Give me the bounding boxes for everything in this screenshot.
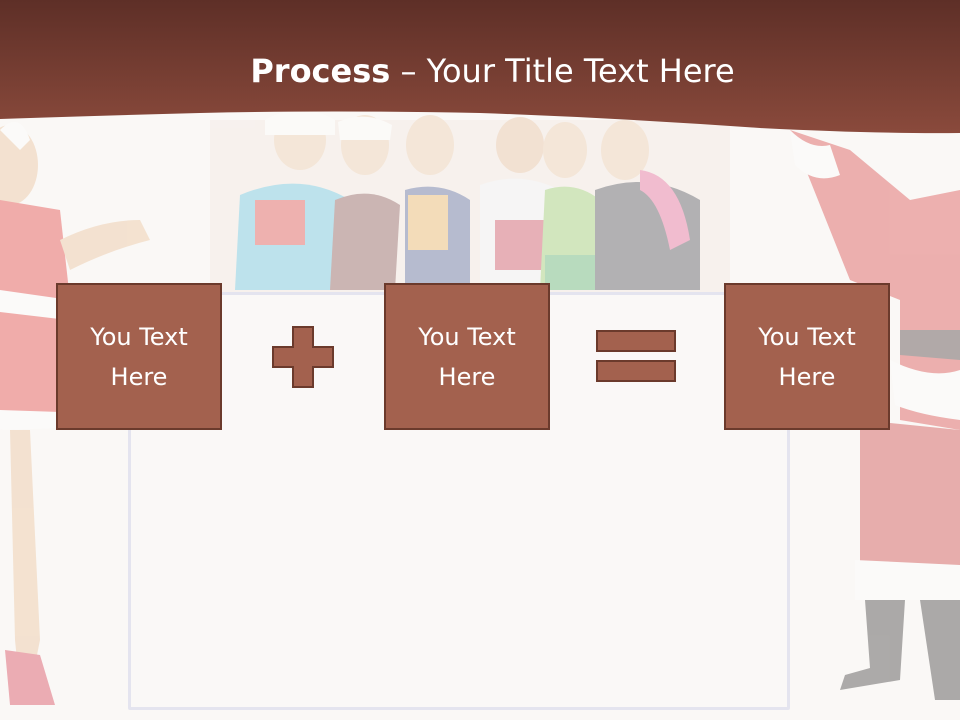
process-box-2-text: You Text Here <box>392 317 542 397</box>
process-box-2-line1: You Text <box>418 322 516 351</box>
process-box-3-text: You Text Here <box>732 317 882 397</box>
process-box-1-text: You Text Here <box>64 317 214 397</box>
process-box-2[interactable]: You Text Here <box>384 283 550 430</box>
header-band <box>0 0 960 134</box>
process-box-1-line1: You Text <box>90 322 188 351</box>
slide-title: Process – Your Title Text Here <box>0 52 960 90</box>
process-box-1[interactable]: You Text Here <box>56 283 222 430</box>
title-rest: Your Title Text Here <box>426 52 735 90</box>
plus-icon <box>272 326 334 388</box>
process-box-3-line1: You Text <box>758 322 856 351</box>
process-box-1-line2: Here <box>110 362 168 391</box>
equals-icon <box>596 330 676 382</box>
title-bold: Process <box>250 52 391 90</box>
process-box-3[interactable]: You Text Here <box>724 283 890 430</box>
title-separator: – <box>390 52 427 90</box>
process-box-2-line2: Here <box>438 362 496 391</box>
process-box-3-line2: Here <box>778 362 836 391</box>
